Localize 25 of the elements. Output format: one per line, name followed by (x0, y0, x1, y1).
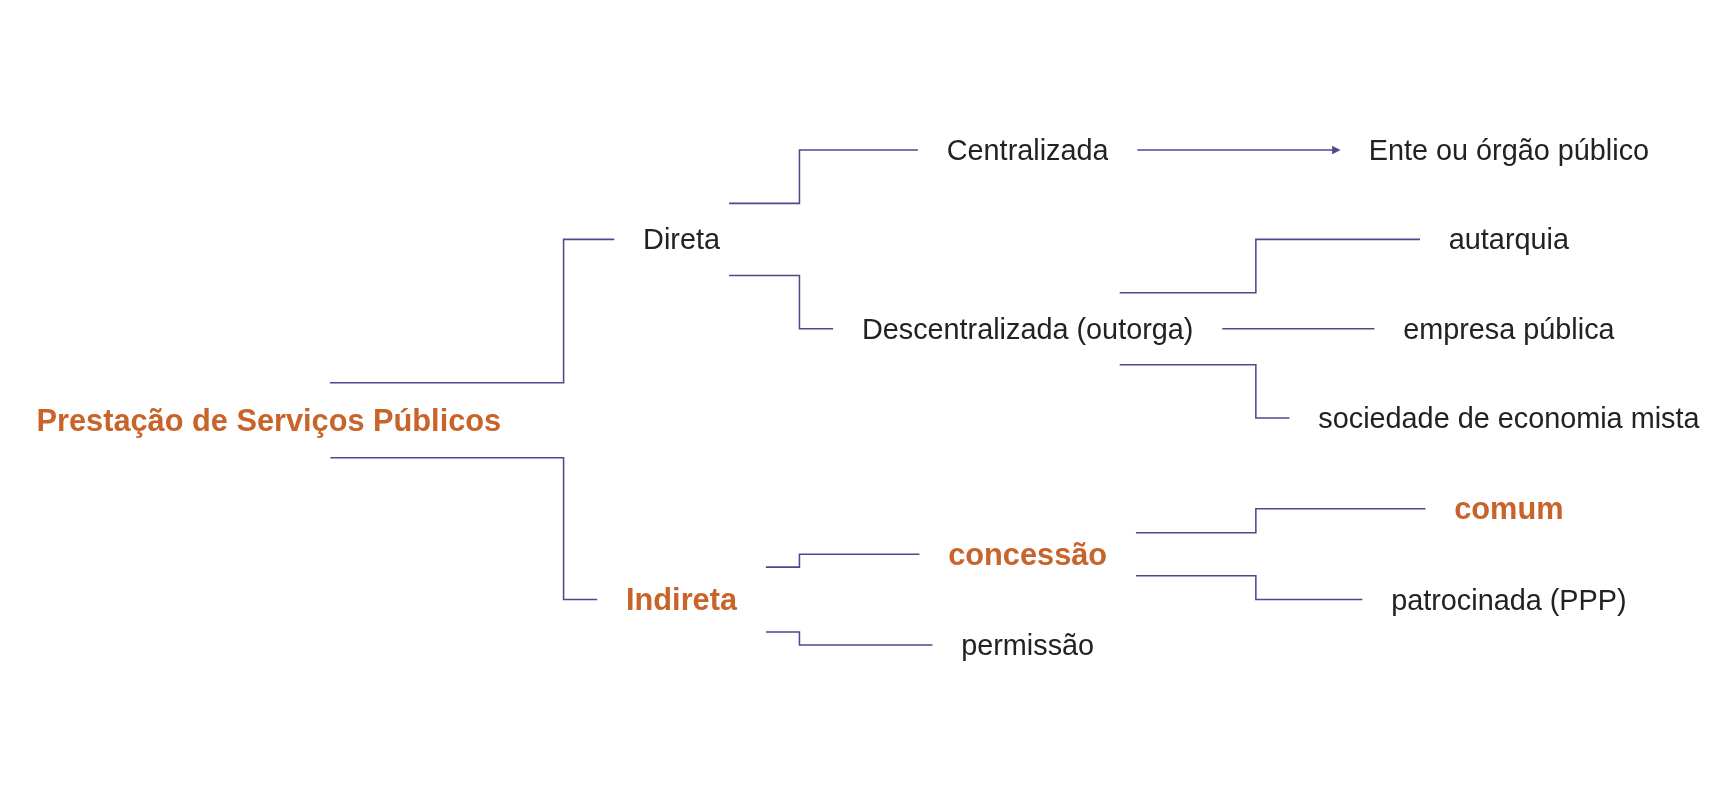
node-text: Descentralizada (outorga) (861, 312, 1194, 345)
connector (1221, 327, 1376, 330)
connector (1135, 508, 1427, 534)
node-text: concessão (948, 536, 1108, 572)
node-text: Centralizada (946, 134, 1109, 166)
connector (329, 238, 616, 384)
connector (329, 456, 598, 601)
node-text: patrocinada (PPP) (1391, 583, 1627, 616)
node-text: sociedade de economia mista (1318, 402, 1700, 434)
connector (728, 149, 919, 205)
node-text: Ente ou órgão público (1368, 134, 1650, 166)
connector (1135, 574, 1364, 601)
node-text: autarquia (1448, 223, 1569, 256)
node-text: Direta (643, 223, 720, 256)
connector (1118, 363, 1291, 419)
connector (1118, 238, 1421, 294)
connector (728, 274, 834, 330)
node-text: empresa pública (1403, 312, 1615, 345)
connector (765, 553, 921, 568)
arrow (1136, 145, 1341, 155)
node-text: Prestação de Serviços Públicos (36, 402, 502, 438)
node-text: permissão (961, 629, 1095, 661)
connector (765, 631, 934, 646)
node-text: Indireta (626, 582, 738, 617)
node-text: comum (1454, 491, 1564, 527)
